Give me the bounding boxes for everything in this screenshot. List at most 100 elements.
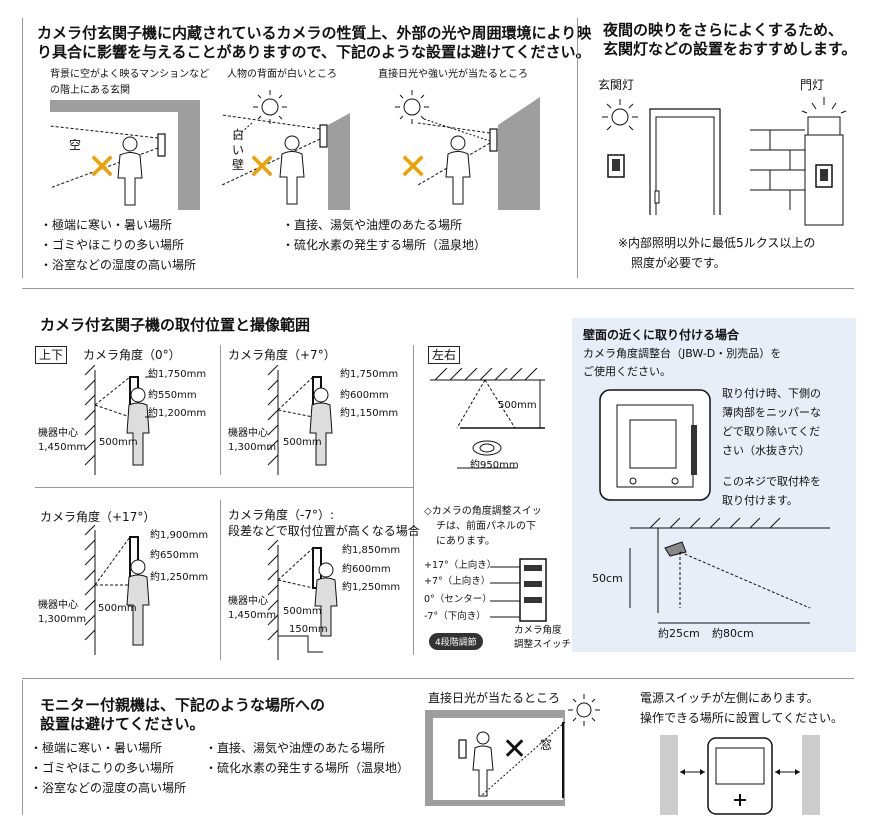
panel-d-dist: 500mm: [283, 606, 322, 617]
warning-line-2: り具合に影響を与えることがありますので、下記のような設置は避けてください。: [37, 43, 591, 61]
warning-line-1: カメラ付玄関子機に内蔵されているカメラの性質上、外部の光や周囲環境により映: [37, 24, 592, 42]
switch-badge: 4段階調節: [429, 633, 483, 650]
panel-d-label-1: カメラ角度（-7°）:: [228, 508, 335, 522]
switch-pos-3: 0°（センター）: [424, 594, 492, 605]
white-wall-2: い: [232, 143, 245, 157]
panel-d-diagram: [267, 540, 338, 660]
case3-illustration: [395, 90, 540, 210]
x-mark-icon: ✕: [87, 147, 118, 188]
sky-label: 空: [69, 138, 82, 152]
night-title-1: 夜間の映りをさらによくするため、: [603, 21, 844, 39]
panel-c-label: カメラ角度（+17°）: [40, 510, 156, 524]
divider: [577, 18, 578, 278]
gate-light-label: 門灯: [800, 78, 825, 92]
switch-caption-1: カメラ角度: [514, 625, 562, 636]
leftright-tag: 左右: [428, 346, 461, 364]
avoid-list-right-1: ・直接、湯気や油煙のあたる場所: [282, 218, 463, 232]
lr-depth: 500mm: [498, 400, 537, 411]
switch-diagram: [490, 558, 547, 622]
wall-subtitle-1: カメラ角度調整台（JBW-D・別売品）を: [583, 347, 782, 360]
panel-c-h2: 約650mm: [150, 550, 199, 561]
range-title: カメラ付玄関子機の取付位置と撮像範囲: [40, 316, 311, 334]
avoid-list-left-1: ・極端に寒い・暑い場所: [40, 218, 173, 232]
panel-d-step: 150mm: [289, 624, 328, 635]
panel-c-h3: 約1,250mm: [150, 572, 209, 583]
case1-text-2: の階上にある玄関: [50, 85, 130, 96]
switch-caption-2: 調整スイッチ: [514, 639, 572, 650]
updown-tag: 上下: [35, 346, 68, 364]
panel-c-dist: 500mm: [98, 603, 137, 614]
x-mark-icon: ✕: [398, 147, 429, 188]
sunlight-illustration: [425, 710, 566, 806]
panel-b-h3: 約1,150mm: [340, 408, 399, 419]
section-divider: [22, 288, 854, 289]
case2-illustration: [222, 90, 350, 210]
switch-note-3: にあります。: [436, 536, 495, 547]
panel-c-center-1: 機器中心: [38, 600, 78, 611]
monitor-list-left-2: ・ゴミやほこりの多い場所: [30, 761, 175, 775]
case1-illustration: [50, 100, 200, 210]
panel-a-center-2: 1,450mm: [38, 442, 87, 453]
panel-d-h3: 約1,250mm: [342, 582, 401, 593]
panel-b-h1: 約1,750mm: [340, 369, 399, 380]
wall-note1-1: 取り付け時、下側の: [722, 387, 821, 400]
wall-dim-b: 約80cm: [712, 627, 754, 640]
panel-b-center-1: 機器中心: [228, 428, 268, 439]
divider: [220, 345, 221, 475]
case1-text-1: 背景に空がよく映るマンションなど: [50, 69, 210, 80]
wall-note1-3: どで取り除いてくだ: [722, 425, 821, 438]
mount-base-illustration: [599, 389, 711, 501]
avoid-list-left-3: ・浴室などの湿度の高い場所: [40, 258, 197, 272]
wall-title: 壁面の近くに取り付ける場合: [583, 328, 740, 342]
wall-dim-h: 50cm: [592, 572, 623, 585]
wall-distance-diagram: [629, 518, 830, 624]
monitor-list-left-3: ・浴室などの湿度の高い場所: [30, 781, 187, 795]
left-border: [22, 680, 23, 815]
panel-a-label: カメラ角度（0°）: [83, 348, 181, 362]
leftright-diagram: [430, 368, 545, 469]
monitor-title-2: 設置は避けてください。: [40, 715, 205, 733]
panel-a-h1: 約1,750mm: [148, 369, 207, 380]
monitor-list-left-1: ・極端に寒い・暑い場所: [30, 741, 163, 755]
panel-c-center-2: 1,300mm: [38, 614, 87, 625]
wall-dim-a: 約25cm: [658, 627, 700, 640]
panel-a-diagram: [84, 365, 155, 475]
night-note-2: 照度が必要です。: [631, 256, 726, 270]
panel-a-h2: 約550mm: [148, 390, 197, 401]
panel-c-h1: 約1,900mm: [150, 530, 209, 541]
white-wall-1: 白: [232, 128, 245, 142]
sunlight-label: 直接日光が当たるところ: [428, 691, 561, 705]
avoid-list-left-2: ・ゴミやほこりの多い場所: [40, 238, 185, 252]
monitor-illustration: [660, 735, 820, 815]
case2-text: 人物の背面が白いところ: [227, 69, 337, 80]
sun-icon: [568, 694, 600, 726]
left-border: [22, 18, 23, 278]
power-note-1: 電源スイッチが左側にあります。: [640, 691, 819, 705]
panel-d-h2: 約600mm: [342, 564, 391, 575]
divider: [35, 487, 413, 488]
avoid-list-right-2: ・硫化水素の発生する場所（温泉地）: [282, 238, 487, 252]
wall-note1-2: 薄肉部をニッパーな: [722, 406, 821, 419]
panel-d-label-2: 段差などで取付位置が高くなる場合: [228, 524, 420, 538]
panel-a-h3: 約1,200mm: [148, 408, 207, 419]
monitor-title-1: モニター付親機は、下記のような場所への: [40, 696, 326, 714]
section-divider: [22, 678, 854, 679]
window-label: 窓: [540, 738, 553, 752]
switch-note-2: チは、前面パネルの下: [436, 521, 536, 532]
panel-a-center-1: 機器中心: [38, 428, 78, 439]
panel-d-center-2: 1,450mm: [228, 610, 277, 621]
panel-b-center-2: 1,300mm: [228, 442, 277, 453]
divider: [220, 500, 221, 660]
switch-pos-2: +7°（上向き）: [424, 576, 491, 587]
panel-c-diagram: [84, 525, 150, 655]
x-mark-icon: ✕: [502, 732, 528, 767]
panel-d-center-1: 機器中心: [228, 596, 268, 607]
night-note-1: ※内部照明以外に最低5ルクス以上の: [618, 236, 816, 250]
power-note-2: 操作できる場所に設置してください。: [640, 711, 844, 725]
night-illustration: [602, 97, 847, 226]
wall-note1-4: さい（水抜き穴）: [722, 444, 810, 457]
panel-b-h2: 約600mm: [340, 390, 389, 401]
white-wall-3: 壁: [232, 158, 245, 172]
monitor-list-right-1: ・直接、湯気や油煙のあたる場所: [205, 741, 386, 755]
switch-pos-1: +17°（上向き）: [424, 560, 497, 571]
